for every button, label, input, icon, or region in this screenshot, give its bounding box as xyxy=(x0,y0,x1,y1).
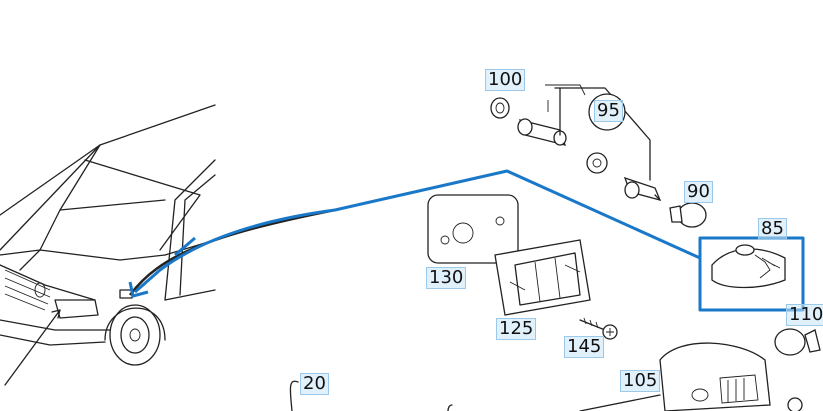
part-105-rear-lamp[interactable] xyxy=(579,342,803,411)
part-95-bulb-socket[interactable] xyxy=(517,84,662,201)
label-part-125[interactable]: 125 xyxy=(496,318,537,340)
part-85-side-indicator[interactable] xyxy=(698,236,805,312)
label-part-20[interactable]: 20 xyxy=(300,373,329,395)
part-130-gasket[interactable] xyxy=(427,194,519,264)
part-90-bulb[interactable] xyxy=(669,202,707,228)
part-110-bulb[interactable] xyxy=(774,328,821,356)
van-drawing xyxy=(0,104,336,386)
part-100-grommet[interactable] xyxy=(490,97,510,119)
label-part-105[interactable]: 105 xyxy=(620,370,661,392)
label-part-130[interactable]: 130 xyxy=(426,267,467,289)
highlight-leader xyxy=(128,169,701,298)
label-part-90[interactable]: 90 xyxy=(684,181,713,203)
label-part-100[interactable]: 100 xyxy=(485,69,526,91)
label-part-145[interactable]: 145 xyxy=(564,336,605,358)
part-125-lamp-housing[interactable] xyxy=(494,239,591,316)
label-part-85[interactable]: 85 xyxy=(758,218,787,240)
label-part-110[interactable]: 110 xyxy=(786,304,823,326)
label-part-95[interactable]: 95 xyxy=(594,100,623,122)
part-145-screw[interactable] xyxy=(579,317,618,340)
